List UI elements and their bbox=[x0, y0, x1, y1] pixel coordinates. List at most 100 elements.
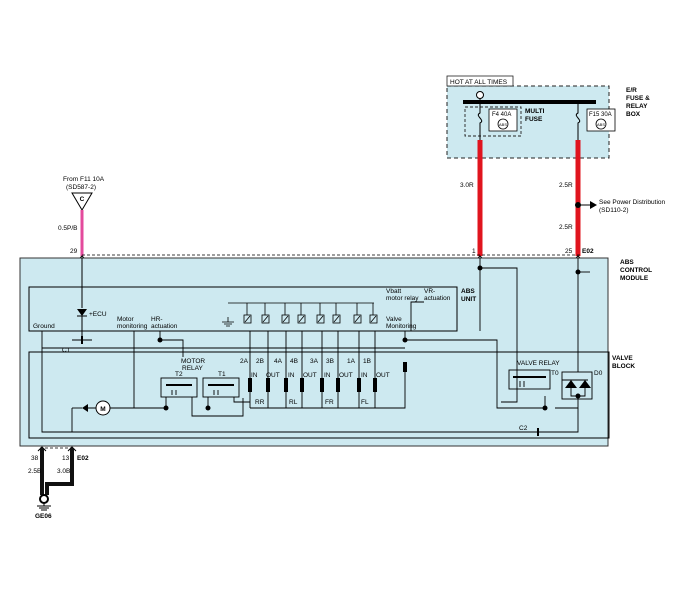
hot-at-all-times-tag bbox=[446, 75, 514, 87]
fuse-box-title-1: E/R bbox=[626, 87, 637, 94]
splice-dot bbox=[477, 265, 483, 271]
fuse-f4-badge-text: ABS bbox=[499, 122, 507, 127]
diode-d0-icon bbox=[565, 380, 591, 388]
valve-io-label: IN bbox=[251, 372, 258, 379]
fuse-f4-rating: F4 40A bbox=[492, 112, 511, 118]
wire-color-0-5pb: 0.5P/B bbox=[58, 225, 78, 232]
port-3b: 3B bbox=[326, 358, 334, 365]
multi-fuse-label-2: FUSE bbox=[525, 116, 543, 123]
valve-relay-box bbox=[508, 369, 551, 390]
wire-color-3-0r: 3.0R bbox=[460, 182, 474, 189]
pin-13: 13 bbox=[62, 455, 70, 462]
connector-e02-top: E02 bbox=[582, 248, 594, 255]
from-f11-label: From F11 10A bbox=[63, 176, 105, 183]
splice-dot bbox=[157, 337, 163, 343]
relay-t1-label: T1 bbox=[218, 371, 226, 378]
valve-monitoring-label-1: Valve bbox=[386, 316, 402, 323]
wheel-fr: FR bbox=[325, 399, 334, 406]
fuse-f15-icon bbox=[575, 102, 581, 140]
from-f11-ref: (SD587-2) bbox=[66, 184, 96, 191]
wheel-rl: RL bbox=[289, 399, 298, 406]
pin-13-arrow-icon bbox=[67, 446, 77, 452]
port-1a: 1A bbox=[347, 358, 356, 365]
pin-38-arrow-icon bbox=[37, 446, 47, 452]
valve-io-label: OUT bbox=[303, 372, 317, 379]
relay-t2-label: T2 bbox=[175, 371, 183, 378]
hr-actuation-label-1: HR- bbox=[151, 316, 163, 323]
valve-io-label: IN bbox=[361, 372, 368, 379]
pin-38: 38 bbox=[31, 455, 39, 462]
wire-color-2-5r-bottom: 2.5R bbox=[559, 224, 573, 231]
solenoid-coils bbox=[248, 362, 407, 392]
port-4a: 4A bbox=[274, 358, 283, 365]
vr-actuation-label-2: actuation bbox=[424, 295, 451, 302]
wire-color-3-0b: 3.0B bbox=[57, 468, 70, 475]
port-1b: 1B bbox=[363, 358, 371, 365]
wire-color-2-5r-top: 2.5R bbox=[559, 182, 573, 189]
arrow-right-icon bbox=[590, 201, 597, 209]
valve-relay-label: VALVE RELAY bbox=[517, 360, 560, 367]
ground-icon bbox=[222, 317, 234, 327]
vbatt-label-1: Vbatt bbox=[386, 288, 401, 295]
wire-color-2-5b: 2.5B bbox=[28, 468, 41, 475]
ground-icon bbox=[37, 503, 51, 511]
solenoid-icon bbox=[336, 378, 340, 392]
ground-point-icon bbox=[39, 494, 49, 504]
solenoid-icon bbox=[284, 378, 288, 392]
module-title-3: MODULE bbox=[620, 275, 649, 282]
vr-actuation-label-1: VR- bbox=[424, 288, 435, 295]
diode-d0-label: D0 bbox=[594, 370, 603, 377]
see-power-distribution: See Power Distribution bbox=[599, 199, 665, 206]
fuse-f15-rating: F15 30A bbox=[589, 112, 612, 118]
solenoid-icon bbox=[357, 378, 361, 392]
valve-io-label: IN bbox=[288, 372, 295, 379]
driver-transistors bbox=[222, 302, 378, 327]
splice-dot bbox=[575, 269, 581, 275]
fuse-box-title-2: FUSE & bbox=[626, 95, 650, 102]
pin-1: 1 bbox=[472, 248, 476, 255]
valve-io-label: OUT bbox=[339, 372, 353, 379]
fuse-box-outline bbox=[446, 85, 610, 159]
port-2b: 2B bbox=[256, 358, 264, 365]
solenoid-icon bbox=[403, 362, 407, 372]
valve-io-label: OUT bbox=[266, 372, 280, 379]
valve-io-label: IN bbox=[324, 372, 331, 379]
multi-fuse-box bbox=[464, 106, 522, 137]
motor-relay-label-1: MOTOR bbox=[181, 358, 205, 365]
valve-relay-t0: T0 bbox=[551, 370, 559, 377]
wheel-rr: RR bbox=[255, 399, 265, 406]
motor-monitoring-label-2: monitoring bbox=[117, 323, 148, 330]
connector-c-icon bbox=[71, 192, 93, 211]
capacitor-c2-label: C2 bbox=[519, 425, 528, 432]
ground-wire-black bbox=[40, 448, 74, 495]
abs-unit-label-2: UNIT bbox=[461, 296, 476, 303]
fuse-box-title-3: RELAY bbox=[626, 103, 648, 110]
diode-icon bbox=[77, 309, 87, 316]
hr-actuation-label-2: actuation bbox=[151, 323, 178, 330]
connector-e02-bottom: E02 bbox=[77, 455, 89, 462]
module-title-2: CONTROL bbox=[620, 267, 652, 274]
fuse-f4-badge bbox=[497, 118, 509, 130]
solenoid-icon bbox=[248, 378, 252, 392]
relay-t2-box bbox=[160, 377, 198, 398]
fuse-f15-badge bbox=[595, 118, 607, 130]
see-power-ref: (SD110-2) bbox=[599, 207, 629, 214]
motor-monitoring-label-1: Motor bbox=[117, 316, 134, 323]
relay-coil-icon bbox=[171, 390, 219, 395]
port-2a: 2A bbox=[240, 358, 249, 365]
internal-wiring bbox=[41, 258, 590, 409]
splice-dot bbox=[163, 405, 169, 411]
fuse-f4-icon bbox=[477, 102, 483, 140]
fuse-box-title-4: BOX bbox=[626, 111, 641, 118]
motor-relay-label-2: RELAY bbox=[182, 365, 203, 372]
fuse-f15-badge-text: ABS bbox=[597, 122, 605, 127]
valve-block-box bbox=[28, 351, 610, 439]
port-3a: 3A bbox=[310, 358, 319, 365]
solenoid-icon bbox=[266, 378, 270, 392]
valve-io-label: OUT bbox=[376, 372, 390, 379]
port-4b: 4B bbox=[290, 358, 298, 365]
abs-unit-label-1: ABS bbox=[461, 288, 475, 295]
hot-at-all-times-label: HOT AT ALL TIMES bbox=[450, 79, 508, 86]
abs-control-module: ABS CONTROL MODULE ABS UNIT +ECU Ground … bbox=[19, 257, 652, 447]
valve-block-title-2: BLOCK bbox=[612, 363, 635, 370]
